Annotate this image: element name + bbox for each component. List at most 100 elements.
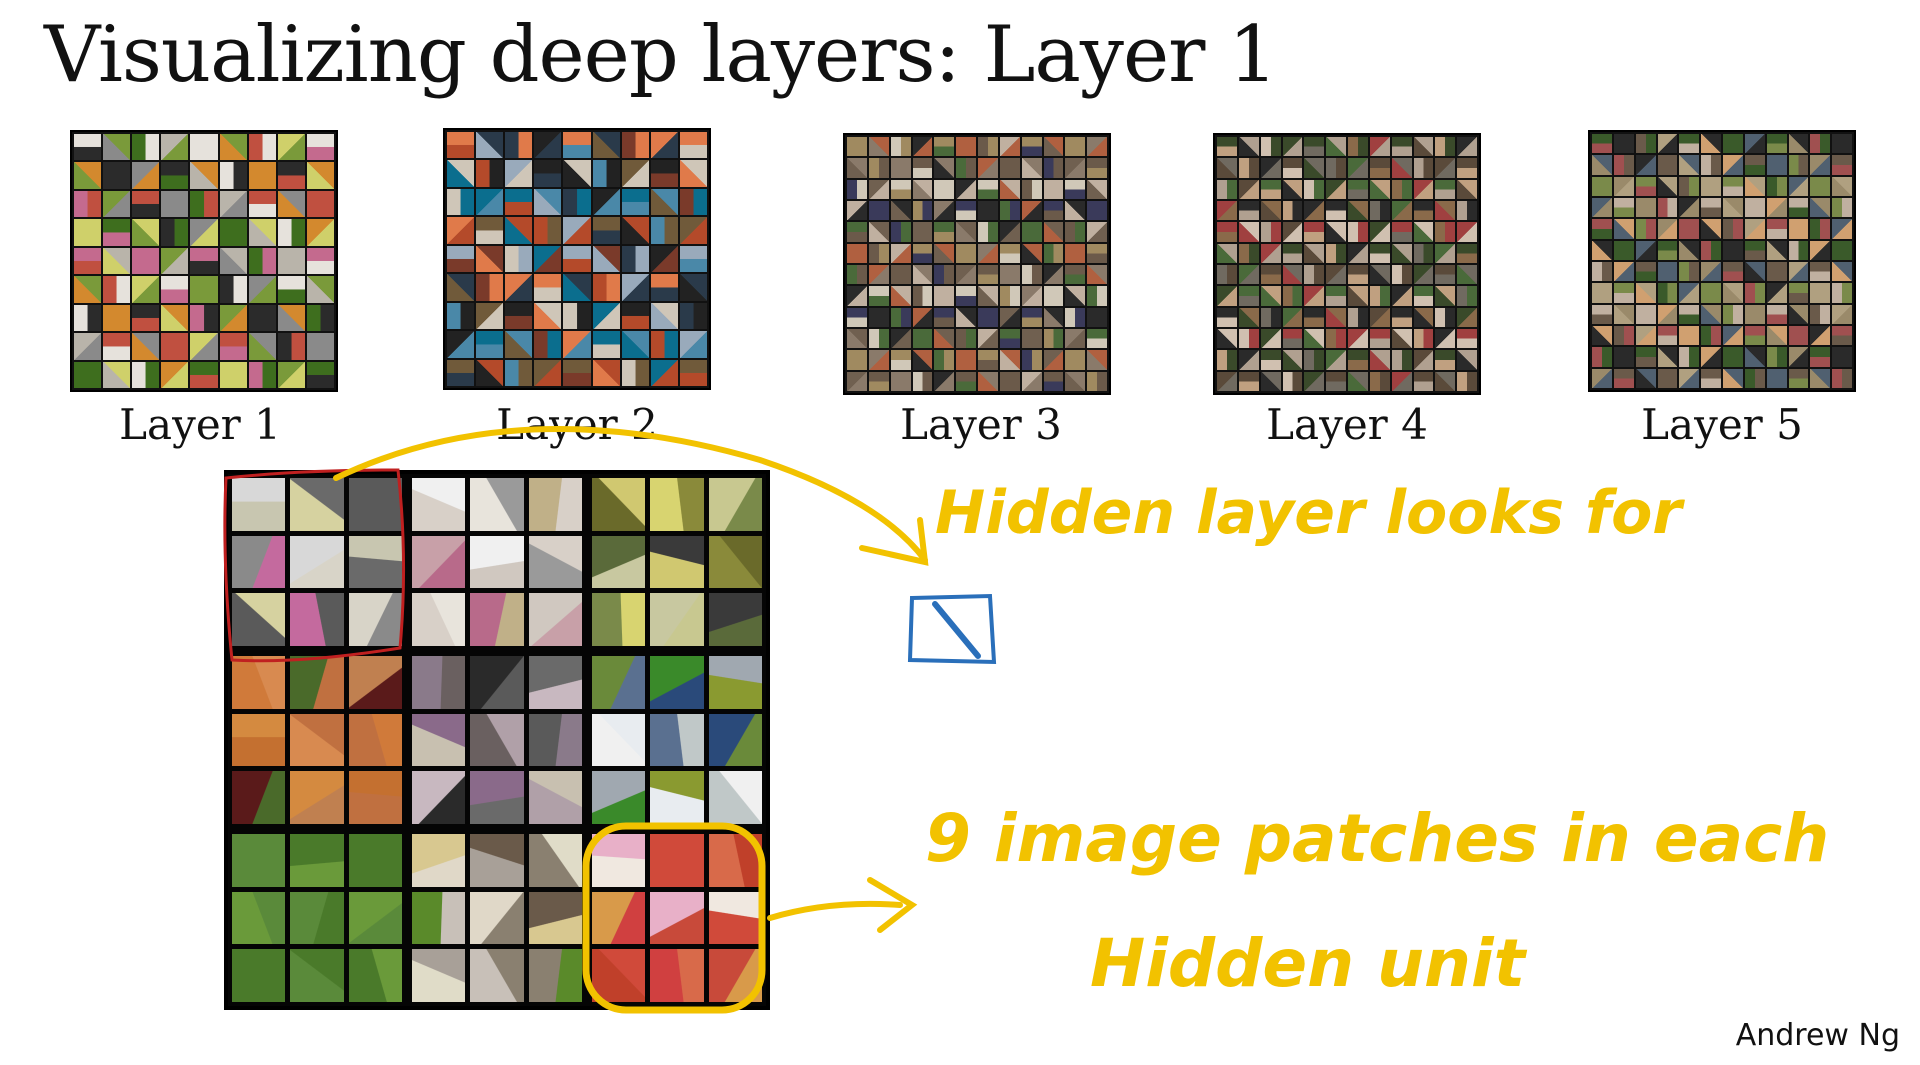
image-patch [592, 132, 620, 159]
image-patch [74, 333, 102, 360]
image-patch [1065, 243, 1086, 263]
image-patch [1238, 286, 1259, 306]
image-patch [132, 219, 160, 246]
image-patch [708, 771, 762, 824]
image-patch [528, 656, 582, 709]
image-patch [1788, 240, 1809, 260]
image-patch [847, 222, 867, 242]
image-patch [1810, 262, 1831, 282]
image-patch [621, 160, 649, 187]
image-patch [890, 158, 911, 178]
image-patch [956, 179, 976, 199]
image-patch [1282, 371, 1303, 391]
hidden-unit-block [232, 656, 402, 824]
image-patch [1723, 326, 1743, 346]
image-patch [1217, 201, 1237, 221]
image-patch [934, 222, 955, 242]
hidden-unit-block [592, 478, 762, 646]
image-patch [219, 190, 247, 218]
image-patch [1701, 176, 1721, 196]
image-patch [978, 371, 998, 391]
image-patch [1369, 222, 1390, 242]
image-patch [1635, 240, 1656, 260]
image-patch [219, 162, 247, 189]
layer-1-label: Layer 1 [119, 400, 281, 449]
image-patch [563, 132, 591, 159]
image-patch [470, 834, 524, 887]
image-patch [1788, 155, 1809, 175]
image-patch [592, 302, 620, 330]
image-patch [190, 134, 218, 161]
image-patch [1701, 240, 1721, 260]
image-patch [1217, 286, 1237, 306]
image-patch [1217, 350, 1237, 370]
image-patch [1238, 201, 1259, 221]
image-patch [219, 304, 247, 332]
image-patch [1679, 304, 1700, 324]
image-patch [1435, 179, 1456, 199]
image-patch [476, 188, 504, 216]
image-patch [1457, 137, 1477, 157]
image-patch [1021, 286, 1042, 306]
image-patch [1348, 222, 1368, 242]
image-patch [306, 134, 334, 161]
image-patch [868, 307, 889, 327]
image-patch [248, 134, 276, 161]
image-patch [1635, 134, 1656, 154]
image-patch [103, 162, 131, 189]
image-patch [868, 201, 889, 221]
image-patch [1766, 176, 1787, 196]
image-patch [1238, 371, 1259, 391]
image-patch [1832, 326, 1852, 346]
image-patch [1766, 240, 1787, 260]
image-patch [1238, 265, 1259, 285]
image-patch [934, 286, 955, 306]
image-patch [348, 478, 402, 531]
image-patch [1723, 198, 1743, 218]
image-patch [132, 190, 160, 218]
image-patch [956, 201, 976, 221]
image-patch [847, 329, 867, 349]
image-patch [1679, 176, 1700, 196]
image-patch [956, 286, 976, 306]
image-patch [1832, 283, 1852, 303]
patches-annotation-line2: Hidden unit [1090, 925, 1526, 1002]
image-patch [1457, 201, 1477, 221]
image-patch [890, 179, 911, 199]
image-patch [1679, 283, 1700, 303]
image-patch [132, 361, 160, 388]
image-patch [592, 160, 620, 187]
image-patch [290, 593, 344, 646]
image-patch [999, 265, 1020, 285]
image-patch [563, 302, 591, 330]
image-patch [1260, 222, 1281, 242]
image-patch [1435, 137, 1456, 157]
image-patch [890, 371, 911, 391]
image-patch [1832, 176, 1852, 196]
image-patch [1701, 368, 1721, 388]
image-patch [912, 350, 933, 370]
image-patch [103, 333, 131, 360]
image-patch [621, 188, 649, 216]
image-patch [1282, 222, 1303, 242]
image-patch [1326, 179, 1346, 199]
image-patch [1679, 262, 1700, 282]
image-patch [1304, 243, 1325, 263]
image-patch [528, 949, 582, 1002]
image-patch [1635, 219, 1656, 239]
image-patch [934, 265, 955, 285]
image-patch [934, 179, 955, 199]
image-patch [563, 274, 591, 301]
image-patch [290, 713, 344, 767]
image-patch [679, 132, 707, 159]
image-patch [1369, 265, 1390, 285]
image-patch [679, 160, 707, 187]
image-patch [1065, 137, 1086, 157]
image-patch [1657, 134, 1678, 154]
image-patch [847, 179, 867, 199]
image-patch [1592, 283, 1612, 303]
image-patch [978, 158, 998, 178]
image-patch [277, 162, 305, 189]
image-patch [248, 162, 276, 189]
image-patch [1723, 347, 1743, 367]
